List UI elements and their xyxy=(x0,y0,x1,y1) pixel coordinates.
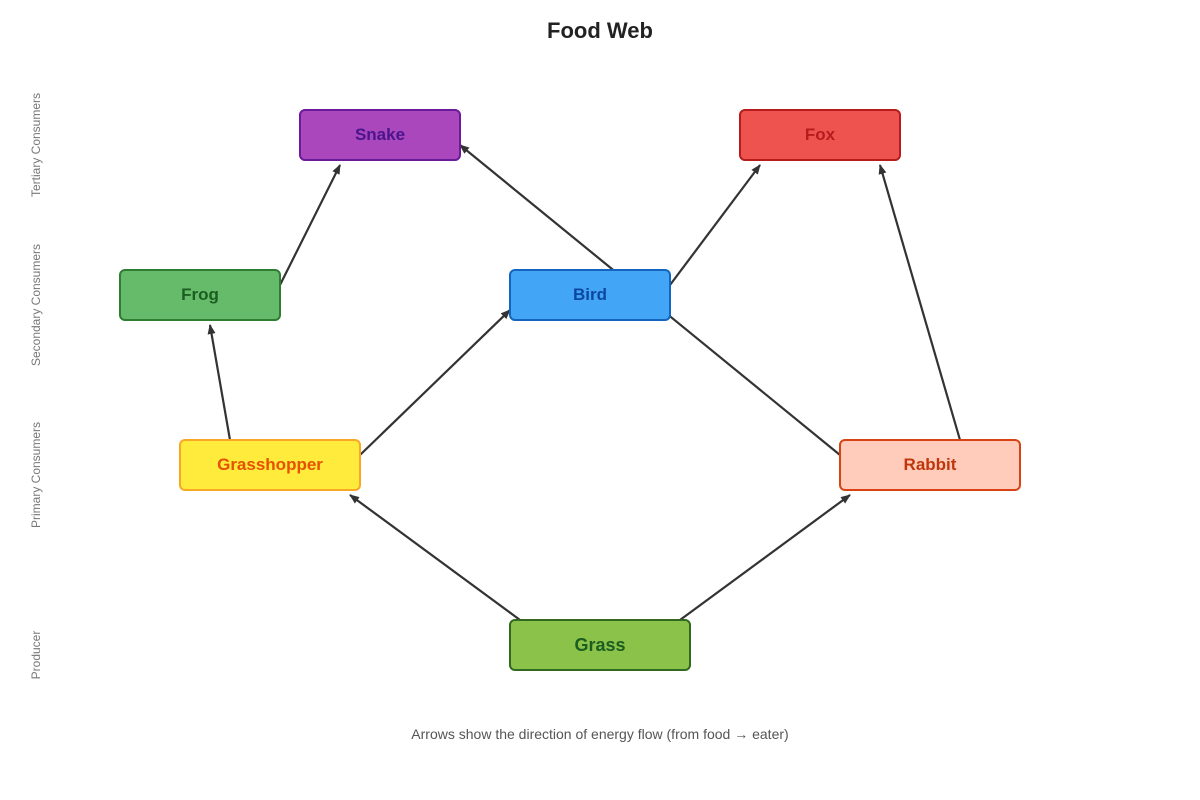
edge-frog-snake xyxy=(279,164,341,286)
edge-bird-fox xyxy=(669,164,761,286)
node-grasshopper[interactable]: Grasshopper xyxy=(179,439,361,491)
edge-grass-rabbit xyxy=(679,494,851,621)
node-fox[interactable]: Fox xyxy=(739,109,901,161)
edge-grass-grasshopper xyxy=(349,494,521,621)
node-rabbit[interactable]: Rabbit xyxy=(839,439,1021,491)
edge-grasshopper-frog xyxy=(207,324,232,441)
node-frog[interactable]: Frog xyxy=(119,269,281,321)
node-grass[interactable]: Grass xyxy=(509,619,691,671)
edge-rabbit-fox xyxy=(878,164,962,441)
diagram-caption: Arrows show the direction of energy flow… xyxy=(411,726,789,742)
node-bird[interactable]: Bird xyxy=(509,269,671,321)
diagram-title: Food Web xyxy=(547,18,653,43)
edge-grasshopper-bird xyxy=(359,309,511,456)
node-snake[interactable]: Snake xyxy=(299,109,461,161)
